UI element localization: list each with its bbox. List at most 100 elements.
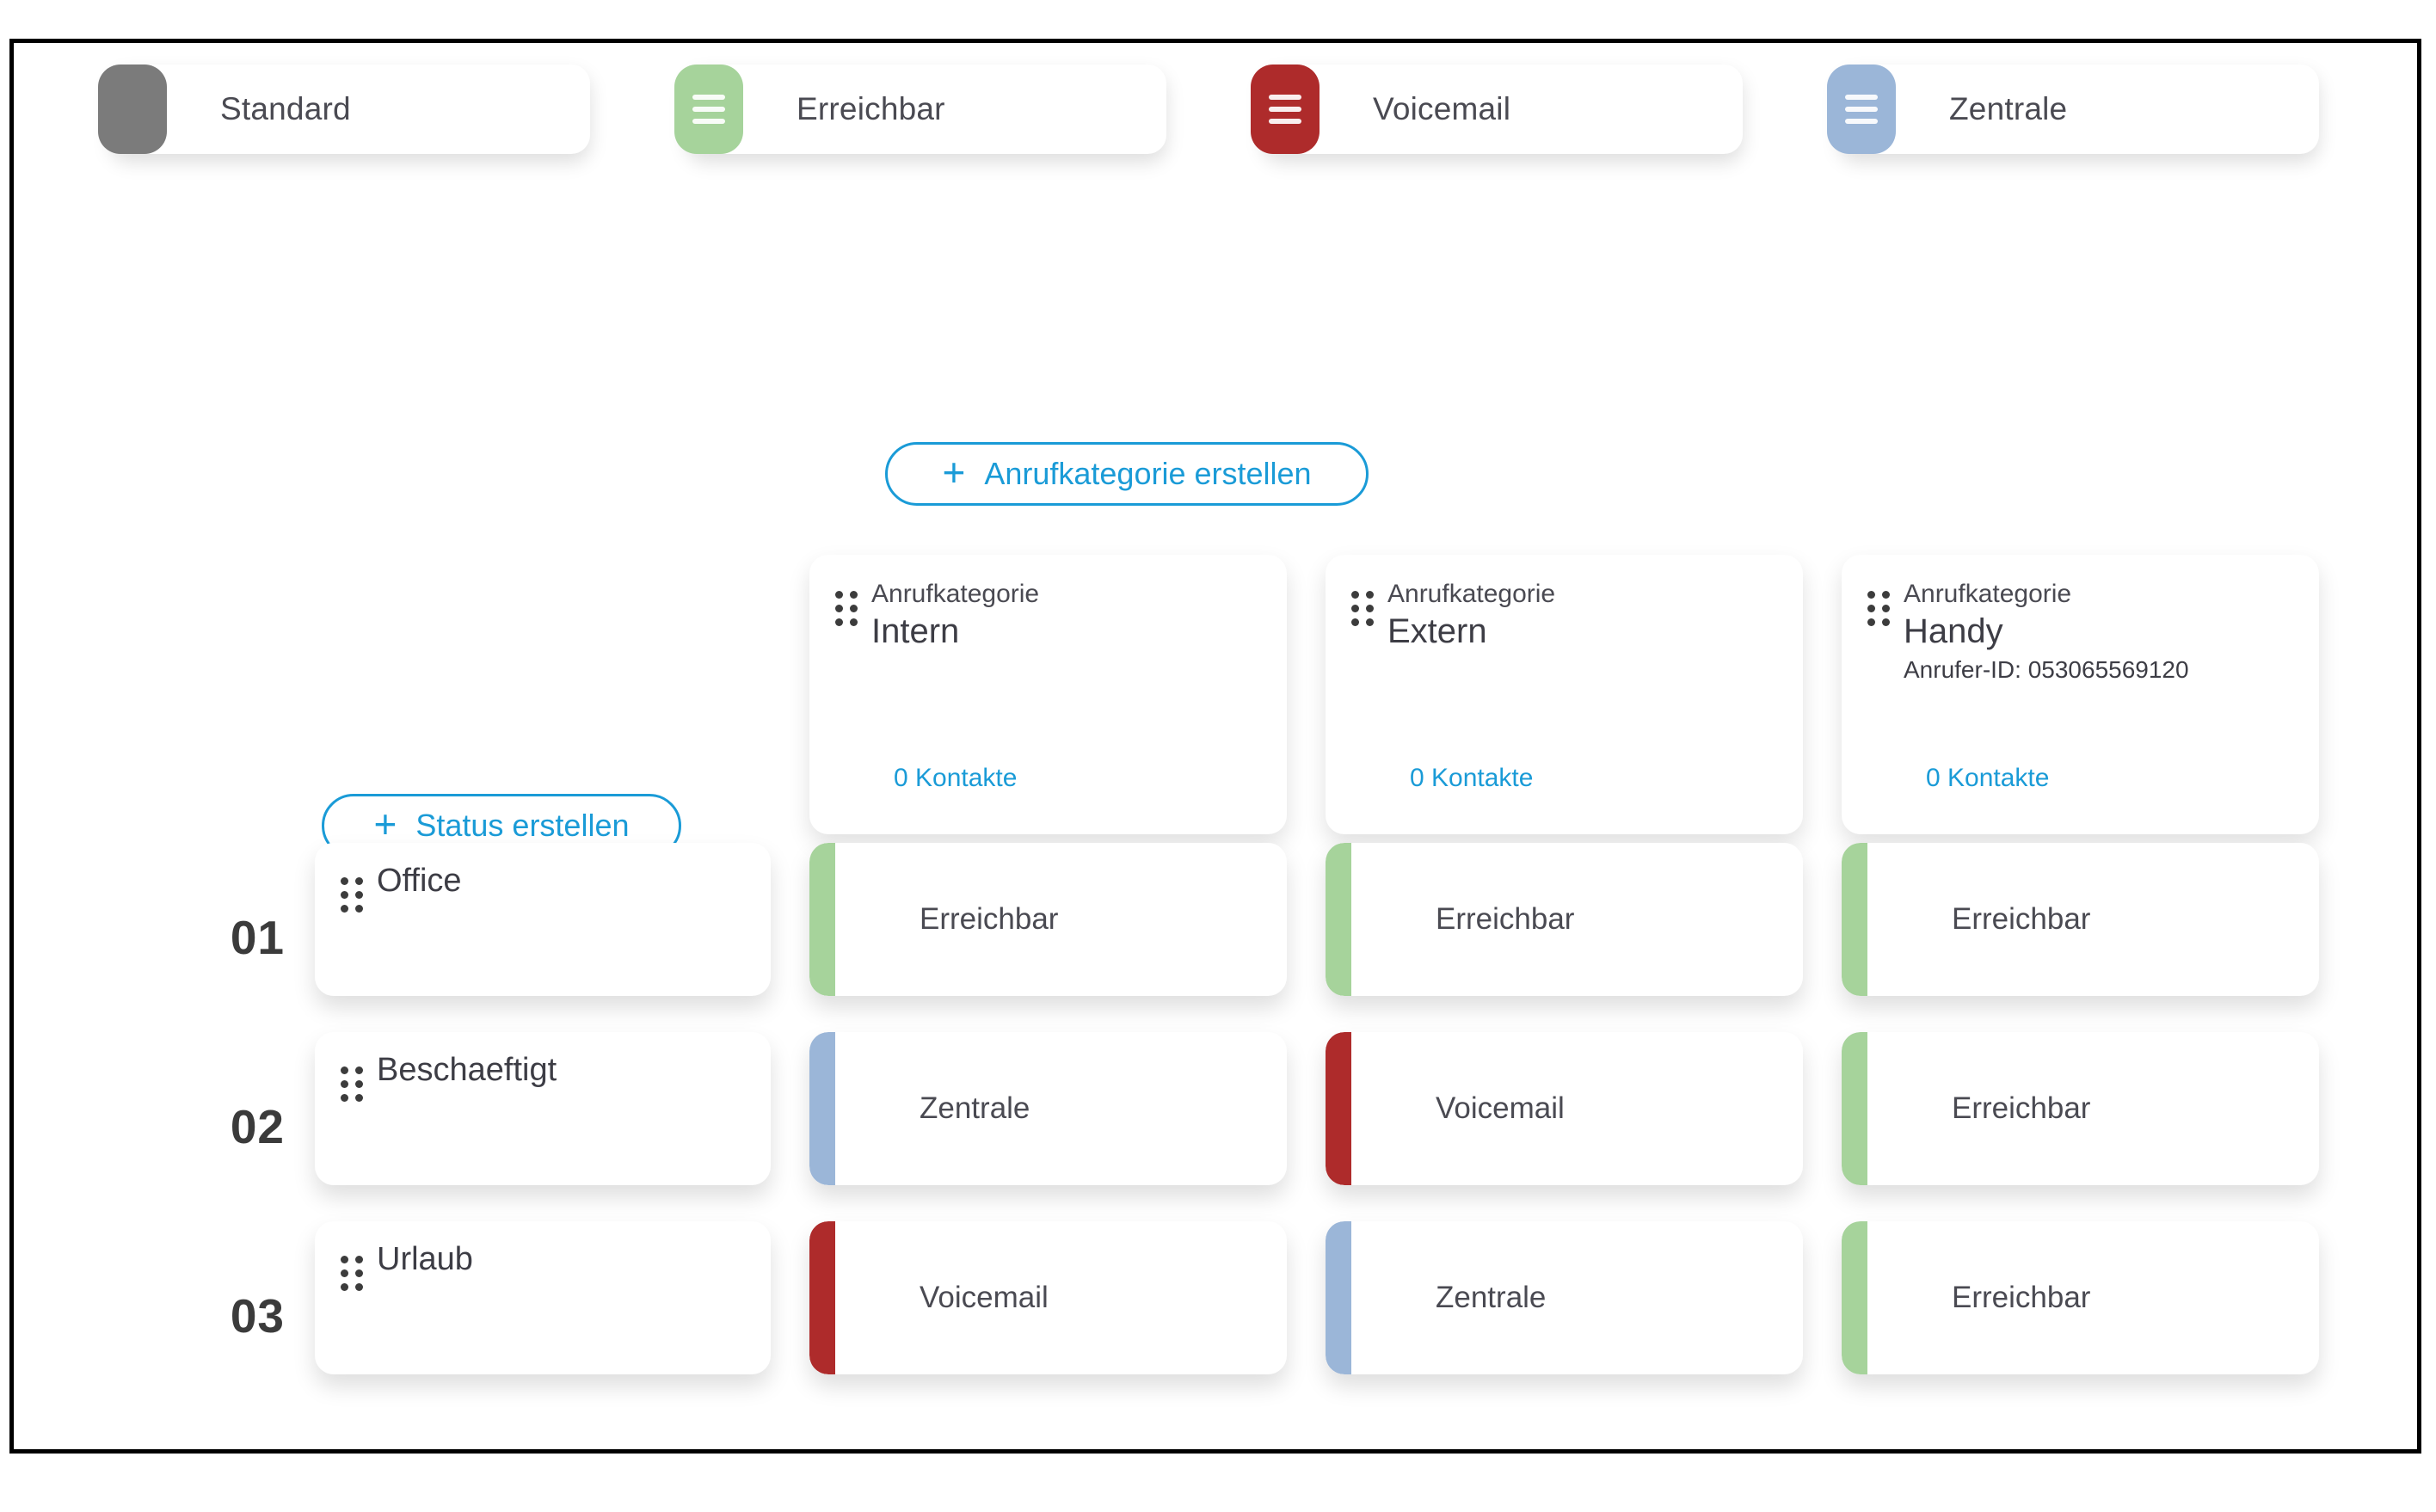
category-column-handy: Anrufkategorie Handy Anrufer-ID: 0530655… [1842,555,2358,834]
status-chip-label: Standard [220,91,351,126]
category-card[interactable]: Anrufkategorie Extern 0 Kontakte [1326,555,1803,834]
category-column-intern: Anrufkategorie Intern 0 Kontakte [809,555,1326,834]
status-card[interactable]: Urlaub [315,1221,771,1374]
category-contacts-link[interactable]: 0 Kontakte [894,764,1018,792]
category-contacts-link[interactable]: 0 Kontakte [1926,764,2050,792]
assignment-label: Zentrale [1436,1281,1547,1314]
assignment-label: Erreichbar [1952,1281,2091,1314]
drag-handle-icon[interactable] [341,1256,363,1291]
assignment-color-bar [809,1032,835,1185]
category-card-head: Anrufkategorie Intern [835,579,1261,652]
status-color-swatch[interactable] [1251,65,1320,154]
status-chip-body[interactable]: Zentrale [1839,65,2319,154]
assignment-cell-handy: Erreichbar [1842,1032,2358,1185]
assignment-cell-extern: Erreichbar [1326,843,1842,996]
hamburger-icon [1845,95,1878,124]
assignment-label: Erreichbar [1952,1091,2091,1125]
table-row: 03 Urlaub Voicemail Zentra [14,1221,2417,1411]
category-card[interactable]: Anrufkategorie Handy Anrufer-ID: 0530655… [1842,555,2319,834]
hamburger-icon [692,95,725,124]
status-category-board: Anrufkategorie Intern 0 Kontakte Anrufka [14,555,2417,1411]
status-chip-label: Erreichbar [797,91,945,126]
create-call-category-button[interactable]: + Anrufkategorie erstellen [885,442,1369,506]
header-index-spacer [14,555,315,744]
assignment-card[interactable]: Erreichbar [809,843,1287,996]
assignment-label: Erreichbar [1952,902,2091,936]
status-chip-body[interactable]: Erreichbar [686,65,1166,154]
status-name: Urlaub [377,1241,473,1277]
status-chip-label: Voicemail [1373,91,1511,126]
category-kicker: Anrufkategorie [871,580,1040,608]
assignment-card[interactable]: Erreichbar [1842,843,2319,996]
category-title: Intern [871,612,960,651]
row-index: 01 [230,911,285,964]
assignment-color-bar [809,843,835,996]
category-caller-id: Anrufer-ID: 053065569120 [1904,656,2189,684]
assignment-card[interactable]: Voicemail [809,1221,1287,1374]
status-chip-label: Zentrale [1949,91,2068,126]
drag-handle-icon[interactable] [835,591,858,626]
status-color-swatch[interactable] [1827,65,1896,154]
hamburger-icon [1269,95,1301,124]
app-frame: Standard Erreichbar Voicemail Zentrale [9,39,2421,1454]
assignment-card[interactable]: Voicemail [1326,1032,1803,1185]
category-contacts-link[interactable]: 0 Kontakte [1410,764,1534,792]
assignment-card[interactable]: Erreichbar [1842,1032,2319,1185]
status-chip-body[interactable]: Voicemail [1263,65,1743,154]
status-card[interactable]: Beschaeftigt [315,1032,771,1185]
category-title: Extern [1387,612,1487,651]
status-chip-zentrale[interactable]: Zentrale [1786,65,2319,154]
assignment-color-bar [1842,1032,1867,1185]
drag-handle-icon[interactable] [1867,591,1890,626]
category-header-row: Anrufkategorie Intern 0 Kontakte Anrufka [14,555,2417,843]
row-status-cell: Beschaeftigt [315,1032,809,1185]
assignment-color-bar [809,1221,835,1374]
assignment-card[interactable]: Erreichbar [1326,843,1803,996]
category-card-head: Anrufkategorie Handy Anrufer-ID: 0530655… [1867,579,2293,685]
drag-handle-icon[interactable] [1351,591,1374,626]
row-status-cell: Urlaub [315,1221,809,1374]
row-index-cell: 03 [14,1221,315,1411]
drag-handle-icon[interactable] [341,1066,363,1102]
category-column-extern: Anrufkategorie Extern 0 Kontakte [1326,555,1842,834]
assignment-cell-extern: Zentrale [1326,1221,1842,1374]
create-call-category-label: Anrufkategorie erstellen [984,456,1312,491]
category-card[interactable]: Anrufkategorie Intern 0 Kontakte [809,555,1287,834]
assignment-label: Erreichbar [920,902,1059,936]
row-index: 02 [230,1100,285,1153]
assignment-cell-handy: Erreichbar [1842,1221,2358,1374]
row-status-cell: Office [315,843,809,996]
row-index-cell: 01 [14,843,315,1032]
status-chip-standard[interactable]: Standard [57,65,590,154]
category-kicker: Anrufkategorie [1904,580,2072,608]
assignment-card[interactable]: Erreichbar [1842,1221,2319,1374]
assignment-label: Erreichbar [1436,902,1575,936]
create-status-label: Status erstellen [415,808,630,843]
board-canvas: Standard Erreichbar Voicemail Zentrale [14,43,2417,1449]
assignment-color-bar [1326,1221,1351,1374]
status-card[interactable]: Office [315,843,771,996]
status-color-swatch[interactable] [98,65,167,154]
assignment-card[interactable]: Zentrale [809,1032,1287,1185]
assignment-cell-intern: Zentrale [809,1032,1326,1185]
status-chip-voicemail[interactable]: Voicemail [1209,65,1743,154]
assignment-label: Voicemail [1436,1091,1565,1125]
status-chip-body[interactable]: Standard [110,65,590,154]
status-color-swatch[interactable] [674,65,743,154]
assignment-label: Voicemail [920,1281,1049,1314]
row-index: 03 [230,1289,285,1343]
assignment-cell-extern: Voicemail [1326,1032,1842,1185]
assignment-label: Zentrale [920,1091,1030,1125]
table-row: 02 Beschaeftigt Zentrale V [14,1032,2417,1221]
status-name: Beschaeftigt [377,1052,557,1088]
assignment-cell-intern: Voicemail [809,1221,1326,1374]
assignment-cell-intern: Erreichbar [809,843,1326,996]
row-index-cell: 02 [14,1032,315,1221]
category-title: Handy [1904,612,2003,651]
table-row: 01 Office Erreichbar Errei [14,843,2417,1032]
drag-handle-icon[interactable] [341,877,363,913]
assignment-card[interactable]: Zentrale [1326,1221,1803,1374]
status-chip-rail: Standard Erreichbar Voicemail Zentrale [57,65,2379,195]
status-chip-erreichbar[interactable]: Erreichbar [633,65,1166,154]
category-kicker: Anrufkategorie [1387,580,1556,608]
